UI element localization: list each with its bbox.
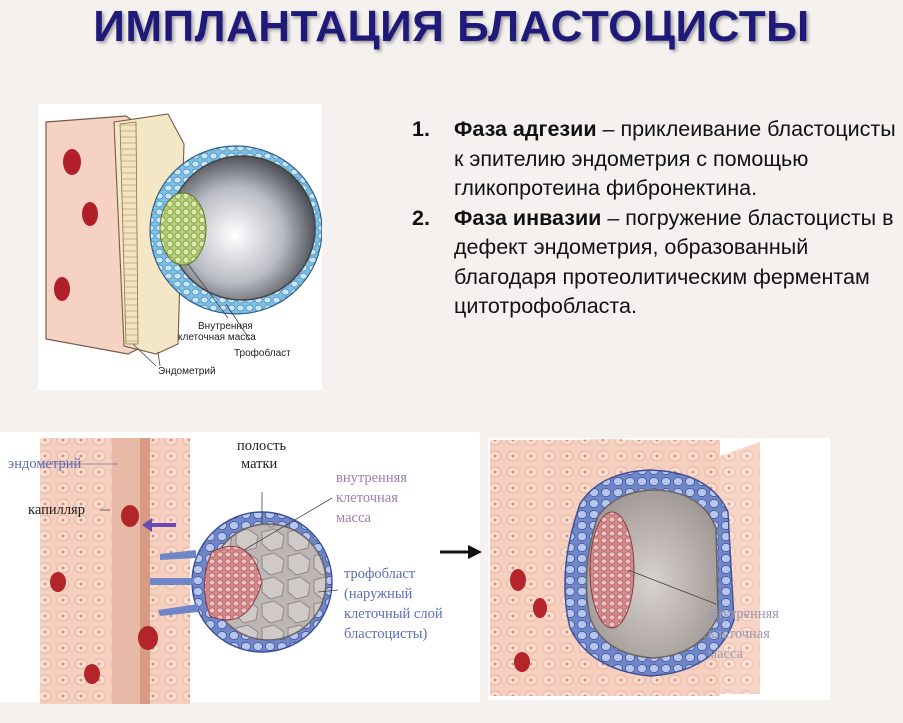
- blood-cell: [533, 598, 547, 618]
- transition-arrow: [468, 545, 482, 559]
- phase-description: – приклеивание бластоцисты к эпителию эн…: [454, 117, 896, 200]
- label-capillary: капилляр: [28, 502, 85, 518]
- bottom-illustration: эндометрий капилляр полость матки внутре…: [0, 432, 903, 723]
- inner-cell-mass: [589, 511, 635, 629]
- capillary-blood-cell: [121, 505, 139, 527]
- page-title: ИМПЛАНТАЦИЯ БЛАСТОЦИСТЫ: [93, 2, 810, 51]
- blood-cell: [50, 572, 66, 592]
- blood-cell: [84, 664, 100, 684]
- label-icm-2: клеточная: [336, 490, 398, 506]
- label-cavity-2: матки: [241, 456, 278, 472]
- blood-cell: [510, 569, 526, 591]
- label-trophoblast: Трофобласт: [234, 347, 291, 359]
- label-trophoblast-1: трофобласт: [344, 566, 416, 582]
- label-endometrium: Эндометрий: [158, 366, 216, 377]
- label-icm-right-1: внутренняя: [708, 606, 779, 622]
- label-icm-3: масса: [336, 510, 372, 526]
- inner-cell-mass: [159, 192, 207, 266]
- blood-cell: [63, 149, 81, 175]
- invasion-arrow: [142, 518, 152, 532]
- top-illustration: Внутренняя клеточная масса Трофобласт Эн…: [38, 104, 322, 390]
- label-cavity-1: полость: [237, 438, 286, 454]
- inner-cell-mass: [203, 545, 263, 621]
- phase-term: Фаза адгезии: [454, 117, 597, 141]
- phase-number: 2.: [412, 205, 430, 230]
- label-trophoblast-4: бластоцисты): [344, 626, 428, 642]
- phase-term: Фаза инвазии: [454, 205, 602, 230]
- label-trophoblast-2: (наружный: [344, 586, 413, 602]
- blood-cell: [82, 202, 98, 226]
- blood-cell: [138, 626, 158, 650]
- phase-number: 1.: [412, 117, 430, 141]
- phase-item: 1. Фаза адгезии – приклеивание бластоцист…: [412, 115, 900, 204]
- blood-cell: [514, 652, 530, 672]
- label-icm-1: внутренняя: [336, 470, 407, 486]
- label-trophoblast-3: клеточный слой: [344, 606, 443, 622]
- label-icm-1: Внутренняя: [198, 321, 253, 332]
- phase-description: – погружение бластоцисты в дефект эндоме…: [454, 205, 894, 319]
- blood-cell: [54, 277, 70, 301]
- label-icm-right-3: масса: [708, 646, 744, 662]
- label-icm-right-2: клеточная: [708, 626, 770, 642]
- phase-list: 1. Фаза адгезии – приклеивание бластоцист…: [412, 115, 900, 322]
- phase-item: 2. Фаза инвазии – погружение бластоцисты …: [412, 204, 900, 322]
- label-endometrium: эндометрий: [8, 456, 81, 472]
- label-icm-2: клеточная масса: [178, 332, 256, 343]
